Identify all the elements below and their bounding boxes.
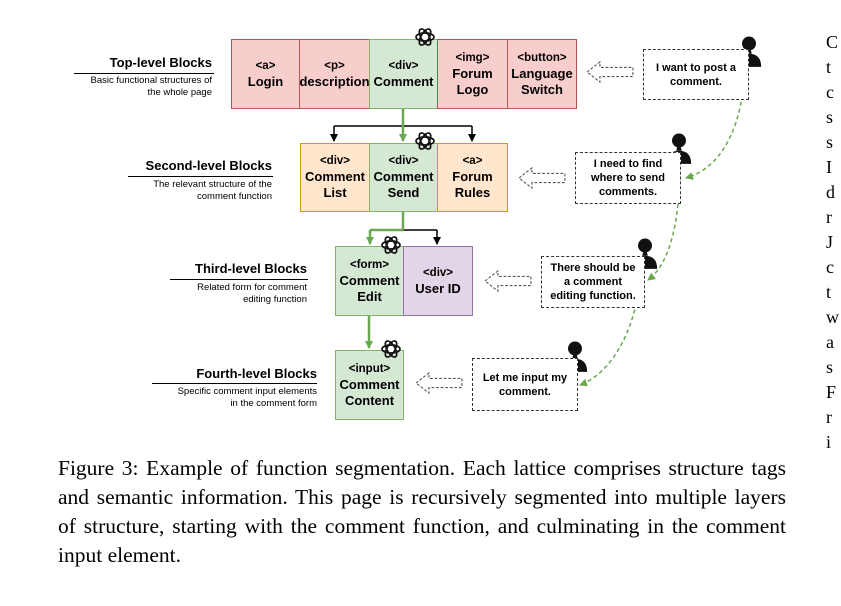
level-desc-second: The relevant structure of the comment fu… — [153, 179, 272, 203]
block-label: description — [299, 73, 370, 89]
thought-line: comments. — [598, 186, 658, 198]
block-label: Switch — [521, 81, 563, 97]
thought-line: where to send — [591, 172, 665, 184]
thought-line: editing function. — [550, 290, 636, 302]
block-label: Comment — [339, 376, 400, 392]
block-tag: <a> — [462, 155, 483, 167]
user-thought-bubble: I want to post a comment. — [643, 49, 749, 100]
level-underline — [170, 279, 308, 280]
thought-line: There should be — [550, 262, 636, 274]
block-tag: <p> — [324, 59, 345, 72]
block-tag: <form> — [350, 258, 389, 271]
clipped-edge-text: C t c s s I d r J c t w a s F r i — [826, 32, 839, 452]
hollow-dashed-arrow-icon — [518, 167, 566, 189]
block-tag: <input> — [348, 362, 391, 375]
hollow-dashed-arrow-icon — [484, 270, 532, 292]
block-forum-logo: <img> Forum Logo — [437, 39, 508, 109]
thought-line: a comment — [563, 276, 623, 288]
block-user-id: <div> User ID — [403, 246, 473, 316]
block-label: Rules — [454, 185, 491, 200]
level-underline — [128, 176, 273, 177]
hollow-dashed-arrow-icon — [415, 372, 463, 394]
thought-line: comment. — [499, 385, 551, 398]
thought-line: comment. — [670, 75, 722, 88]
level-desc-third: Related form for comment editing functio… — [197, 282, 307, 306]
level-title-top: Top-level Blocks — [109, 55, 212, 70]
level-desc-fourth: Specific comment input elements in the c… — [178, 386, 317, 410]
block-label: Send — [387, 185, 420, 200]
block-comment-content: <input> Comment Content — [335, 350, 404, 420]
level-title-fourth: Fourth-level Blocks — [196, 366, 317, 381]
block-label: Comment — [305, 169, 365, 184]
figure-caption: Figure 3: Example of function segmentati… — [58, 456, 786, 567]
tree-connectors — [330, 109, 476, 349]
level-desc-line: the whole page — [147, 87, 212, 98]
user-thought-bubble: Let me input my comment. — [472, 358, 578, 411]
block-label: Language — [511, 65, 573, 81]
block-label: Forum — [452, 169, 493, 184]
block-tag: <button> — [517, 51, 567, 64]
openai-logo-icon — [381, 234, 401, 256]
block-login: <a> Login — [231, 39, 300, 109]
level-desc-line: editing function — [243, 294, 307, 305]
block-comment-list: <div> Comment List — [300, 143, 370, 212]
level-underline — [152, 383, 317, 384]
block-tag: <div> — [388, 155, 419, 167]
openai-logo-icon — [381, 338, 401, 360]
thought-flow-arrows — [579, 59, 746, 387]
level-underline — [74, 73, 214, 74]
block-comment-edit: <form> Comment Edit — [335, 246, 404, 316]
user-thought-bubble: There should be a comment editing functi… — [541, 256, 645, 308]
openai-logo-icon — [415, 130, 435, 152]
level-title-third: Third-level Blocks — [195, 261, 307, 276]
level-desc-top: Basic functional structures of the whole… — [91, 75, 212, 99]
thought-line: I want to post a — [655, 61, 737, 74]
block-comment: <div> Comment — [369, 39, 438, 109]
block-tag: <div> — [319, 155, 351, 167]
block-description: <p> description — [299, 39, 370, 109]
hollow-dashed-arrow-icon — [586, 61, 634, 83]
block-label: Comment — [373, 73, 434, 89]
block-label: List — [323, 185, 347, 200]
level-desc-line: The relevant structure of the — [153, 179, 272, 190]
block-label: Login — [247, 73, 284, 89]
level-desc-line: Basic functional structures of — [90, 75, 212, 86]
block-label: Comment — [373, 169, 434, 184]
block-tag: <a> — [255, 59, 276, 72]
block-label: User ID — [415, 280, 461, 296]
block-forum-rules: <a> Forum Rules — [437, 143, 508, 212]
level-title-second: Second-level Blocks — [145, 158, 272, 173]
level-desc-line: Specific comment input elements — [177, 386, 317, 397]
block-tag: <img> — [455, 51, 490, 64]
block-label: Forum — [452, 65, 493, 81]
block-tag: <div> — [422, 266, 454, 279]
level-desc-line: comment function — [197, 191, 272, 202]
block-label: Edit — [357, 288, 382, 304]
block-label: Content — [344, 392, 395, 408]
level-desc-line: in the comment form — [230, 398, 317, 409]
block-label: Logo — [456, 81, 489, 97]
level-desc-line: Related form for comment — [197, 282, 307, 293]
block-label: Comment — [339, 272, 400, 288]
user-thought-bubble: I need to find where to send comments. — [575, 152, 681, 204]
block-tag: <div> — [388, 59, 419, 72]
openai-logo-icon — [415, 26, 435, 48]
thought-line: Let me input my — [482, 371, 568, 384]
thought-line: I need to find — [593, 158, 663, 170]
block-comment-send: <div> Comment Send — [369, 143, 438, 212]
block-language-switch: <button> Language Switch — [507, 39, 577, 109]
